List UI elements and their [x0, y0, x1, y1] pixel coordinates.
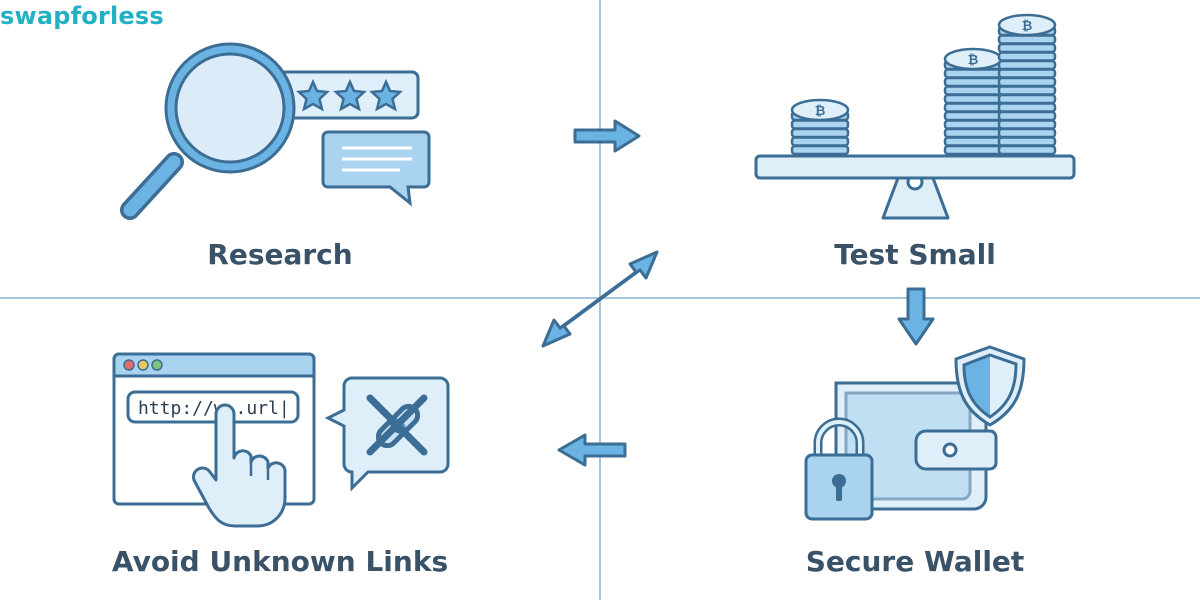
- arrow-right-icon: [573, 119, 641, 153]
- coin: [943, 85, 1003, 96]
- small-coin-stack: ₿: [790, 98, 850, 156]
- browser-window-icon: http://w .url|: [112, 352, 316, 506]
- broken-link-browser-icon: http://w .url|: [112, 352, 450, 528]
- coin: [943, 110, 1003, 122]
- shield-icon: [954, 345, 1026, 427]
- tall-coin-stack: ₿: [997, 13, 1057, 156]
- coin: [997, 59, 1057, 71]
- bitcoin-icon: ₿: [968, 53, 979, 68]
- coin: [790, 136, 850, 147]
- step-label-secure-wallet: Secure Wallet: [805, 545, 1025, 578]
- coin: [997, 68, 1057, 79]
- coin-balance-icon: ₿ ₿ ₿: [754, 13, 1076, 220]
- bitcoin-icon: ₿: [815, 104, 826, 119]
- coin: [997, 136, 1057, 147]
- coin: [943, 127, 1003, 139]
- coin: [997, 93, 1057, 105]
- broken-link-bubble-icon: [324, 376, 450, 492]
- brand-logo: swapforless: [0, 2, 164, 30]
- magnifier-reviews-icon: [120, 42, 431, 220]
- double-arrow-icon: [541, 250, 659, 348]
- coin: [997, 102, 1057, 113]
- coin-top: [790, 98, 850, 122]
- bitcoin-icon: ₿: [1022, 19, 1033, 34]
- coin: [997, 110, 1057, 122]
- review-bubble-icon: [321, 130, 431, 207]
- step-label-research: Research: [207, 238, 353, 271]
- coin: [943, 68, 1003, 79]
- arrow-left-icon: [557, 433, 627, 467]
- arrow-down-icon: [897, 287, 935, 346]
- locked-wallet-icon: [804, 345, 1026, 521]
- coin: [997, 127, 1057, 139]
- step-label-test-small: Test Small: [834, 238, 996, 271]
- coin: [790, 144, 850, 156]
- url-text: http://w .url|: [138, 398, 290, 419]
- medium-coin-stack: ₿: [943, 47, 1003, 156]
- coin: [943, 102, 1003, 113]
- coin: [943, 93, 1003, 105]
- coin: [997, 85, 1057, 96]
- coin-top: [997, 13, 1057, 37]
- coin: [943, 136, 1003, 147]
- coin: [943, 119, 1003, 130]
- coin: [997, 144, 1057, 156]
- step-label-avoid-links: Avoid Unknown Links: [111, 545, 449, 578]
- coin: [997, 42, 1057, 54]
- padlock-icon: [804, 417, 874, 521]
- coin: [997, 51, 1057, 62]
- coin: [790, 127, 850, 139]
- coin: [997, 76, 1057, 88]
- coin: [997, 34, 1057, 45]
- coin: [997, 119, 1057, 130]
- pointing-hand-icon: [192, 403, 287, 528]
- coin: [943, 76, 1003, 88]
- coin: [943, 144, 1003, 156]
- coin: [790, 119, 850, 130]
